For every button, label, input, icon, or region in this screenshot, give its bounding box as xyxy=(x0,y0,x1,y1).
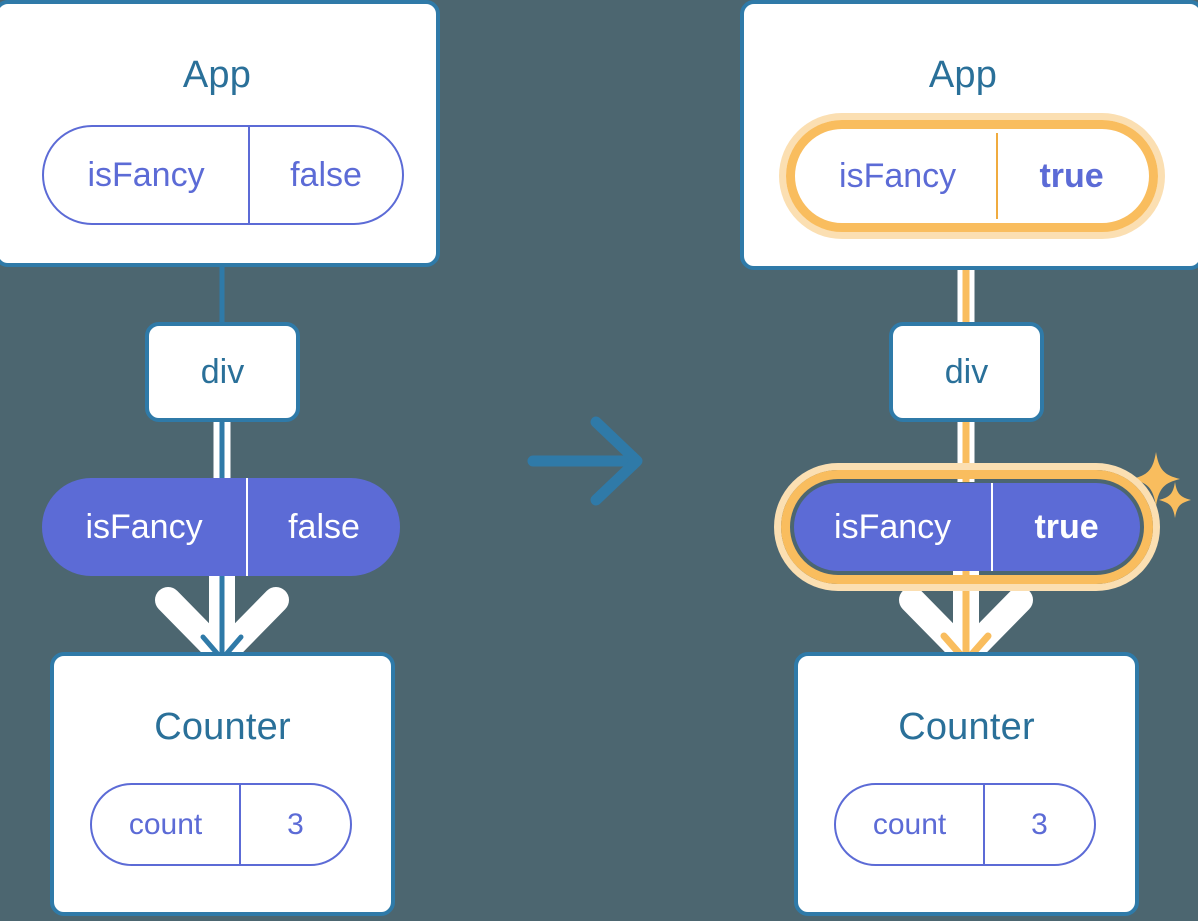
prop-key-after: isFancy xyxy=(834,507,952,546)
arrow-pill-to-counter-left-halo xyxy=(155,553,289,668)
counter-state-pill-after: count 3 xyxy=(834,783,1096,866)
prop-pill-after: isFancy true xyxy=(794,483,1140,571)
app-state-highlight-ring-after xyxy=(786,120,1158,232)
app-state-key-before: isFancy xyxy=(87,155,205,194)
counter-state-key-after: count xyxy=(872,807,947,841)
app-title-after: App xyxy=(928,54,998,96)
counter-state-value-before: 3 xyxy=(239,785,350,864)
div-element-box-after xyxy=(889,322,1044,422)
counter-state-pill-before: count 3 xyxy=(90,783,352,866)
app-title-before: App xyxy=(182,54,252,96)
sparkle-icon-prop-small xyxy=(1159,482,1191,518)
app-state-value-before: false xyxy=(248,127,402,223)
counter-state-value-after: 3 xyxy=(983,785,1094,864)
prop-value-before: false xyxy=(246,478,400,576)
app-state-pill-before: isFancy false xyxy=(42,125,404,225)
prop-highlight-ring-after xyxy=(781,470,1153,584)
div-element-label-after: div xyxy=(944,353,989,391)
arrow-right-icon xyxy=(527,416,643,506)
counter-state-key-before: count xyxy=(128,807,203,841)
app-state-value-after: true xyxy=(996,133,1145,219)
app-state-key-after: isFancy xyxy=(839,156,957,195)
prop-key-before: isFancy xyxy=(85,507,203,546)
div-element-box-before xyxy=(145,322,300,422)
prop-pill-before: isFancy false xyxy=(42,478,400,576)
counter-title-after: Counter xyxy=(898,706,1035,748)
div-element-label-before: div xyxy=(200,353,245,391)
prop-value-after: true xyxy=(991,483,1140,571)
app-state-pill-after: isFancy true xyxy=(799,133,1145,219)
counter-title-before: Counter xyxy=(154,706,291,748)
arrow-pill-to-counter-left xyxy=(200,563,244,662)
